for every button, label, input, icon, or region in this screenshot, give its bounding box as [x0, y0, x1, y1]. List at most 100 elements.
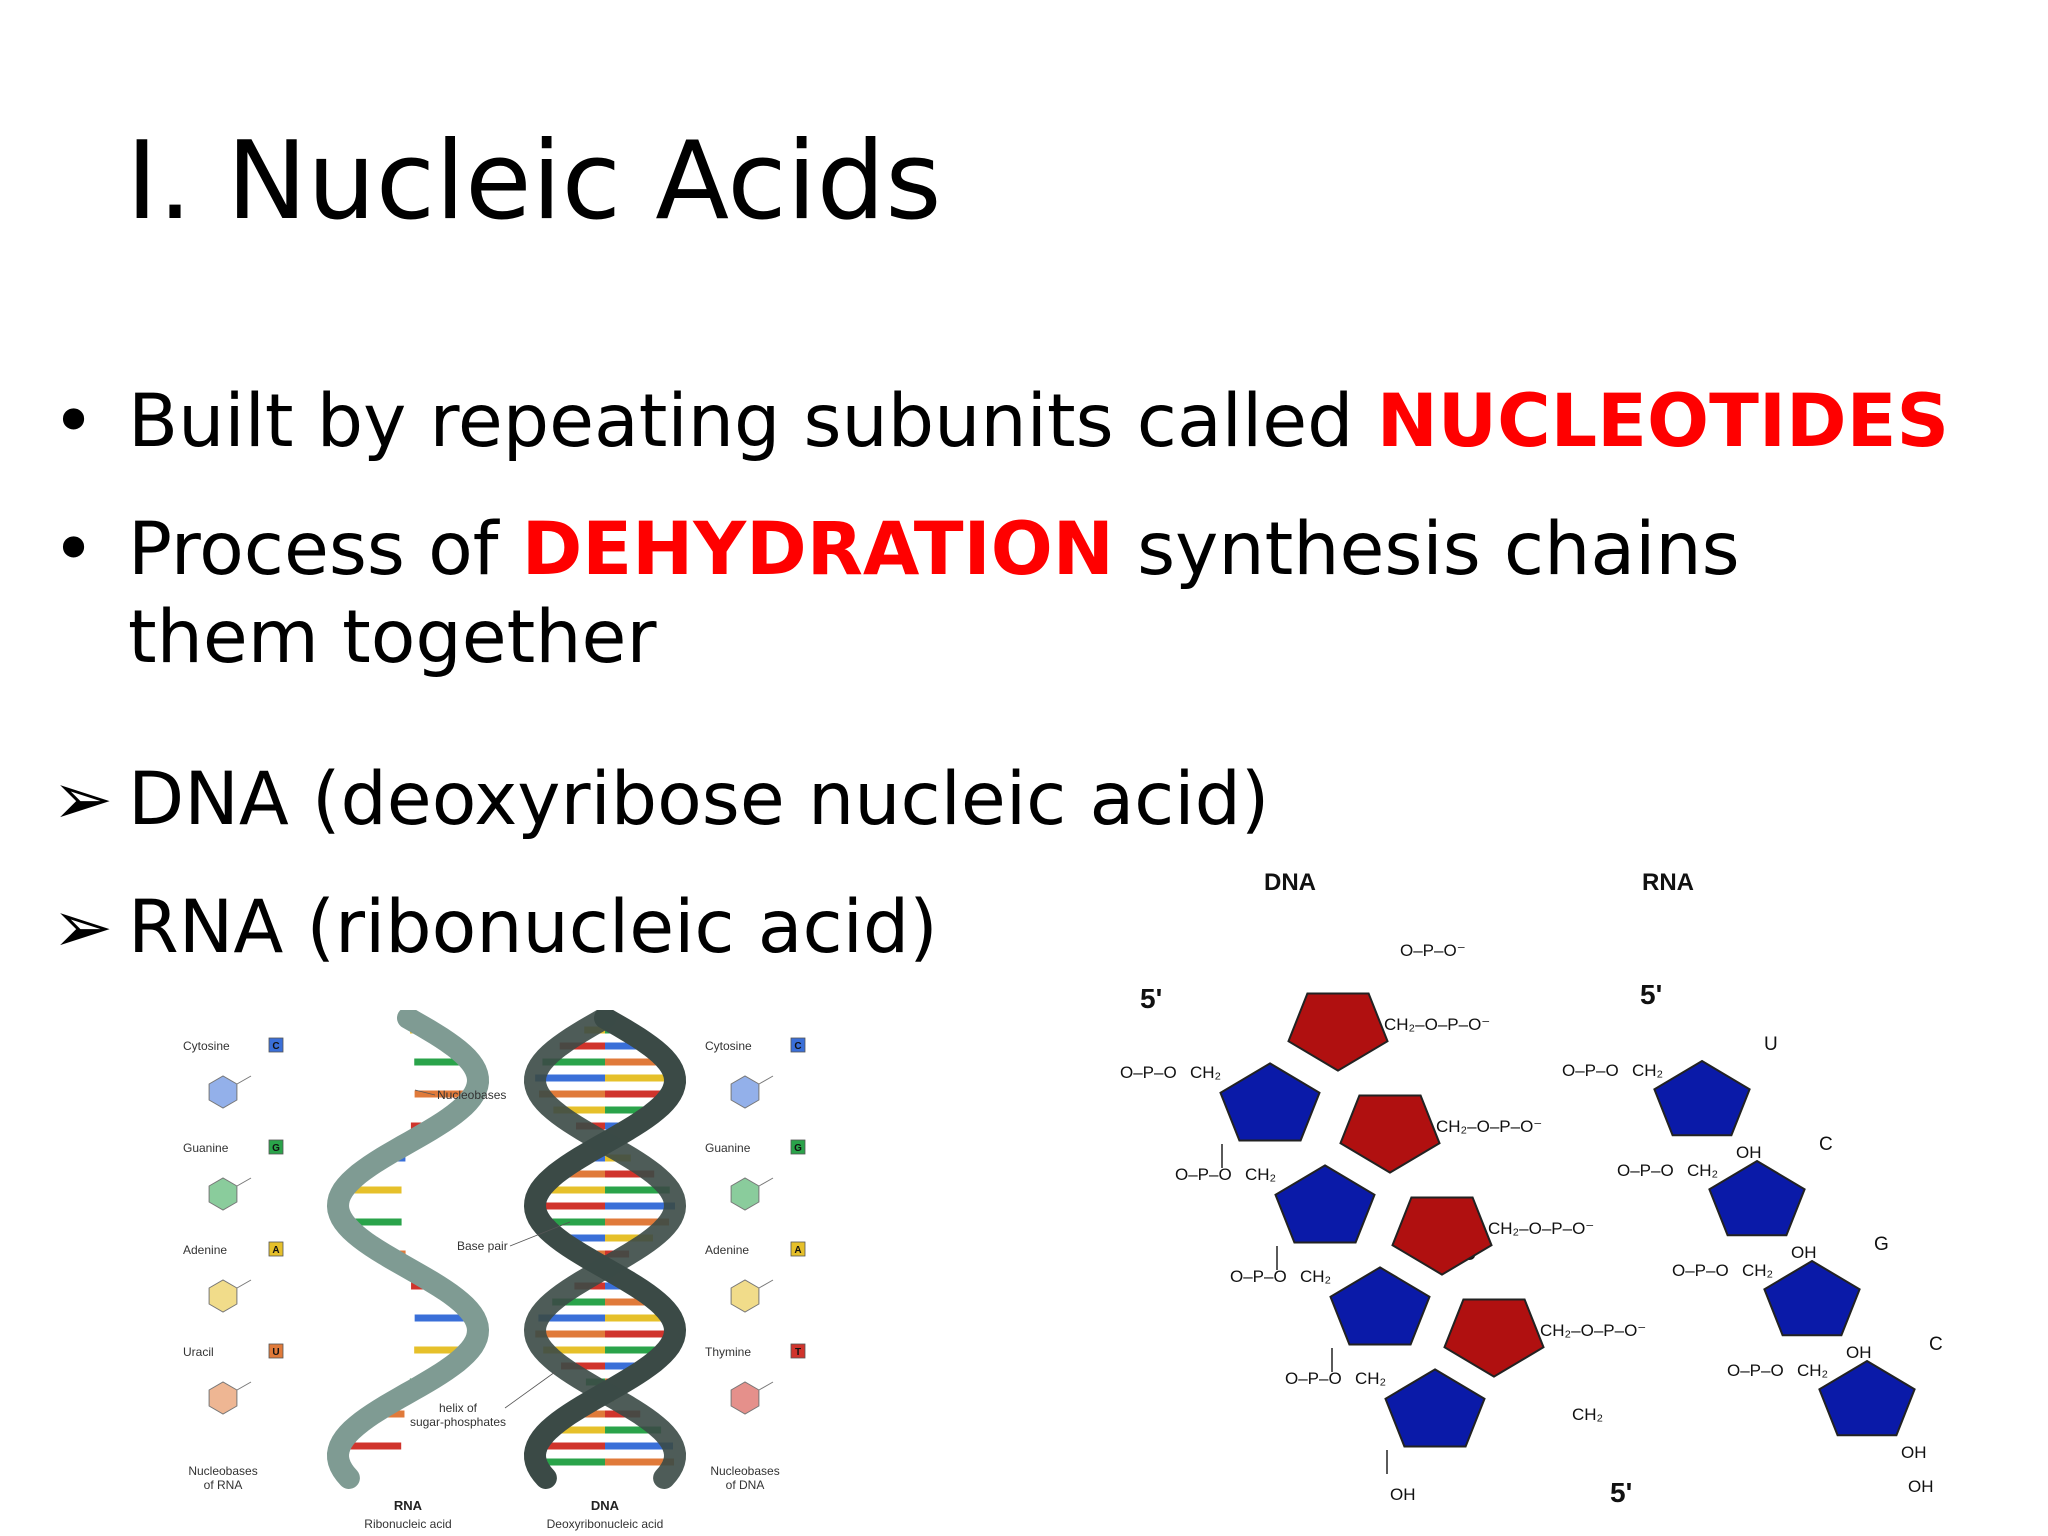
dna-helix-backbone-strand [523, 1010, 687, 1489]
oh-label: OH [1390, 1485, 1416, 1504]
base-molecule-ring [208, 1075, 238, 1109]
five-prime-label: 5' [1640, 979, 1662, 1010]
bullet-marker: • [52, 507, 96, 592]
base-letter: C [794, 1041, 801, 1052]
ch2-label: CH₂ [1687, 1161, 1718, 1180]
bullet-dehydration: • Process of DEHYDRATION synthesis chain… [52, 506, 1932, 681]
base-molecule-ring [208, 1381, 238, 1415]
phosphate-label: O–P–O⁻ [1400, 941, 1466, 960]
base-letter: G [794, 1143, 802, 1154]
phosphate-label: O–P–O [1175, 1165, 1232, 1184]
base-letter-box [268, 1343, 284, 1359]
base-molecule-ring [208, 1177, 238, 1211]
base-letter-box [268, 1139, 284, 1155]
bullet-text: Process of DEHYDRATION synthesis chains … [128, 506, 1932, 681]
arrow-marker-icon: ➢ [52, 885, 114, 970]
arrow-marker-icon: ➢ [52, 757, 114, 842]
sugar-pentagon-blue [1818, 1359, 1916, 1437]
base-molecule-ring [730, 1075, 760, 1109]
ch2-label: CH₂ [1355, 1369, 1386, 1388]
label-leader-line [509, 1221, 571, 1247]
oh-label: OH [1901, 1443, 1927, 1462]
rna-heading: RNA [1642, 869, 1694, 896]
ch2-label: CH₂ [1742, 1261, 1773, 1280]
base-name-label: Adenine [705, 1243, 749, 1257]
ch2-phosphate-label: CH₂–O–P–O⁻ [1540, 1321, 1646, 1340]
base-molecule-ring [730, 1381, 760, 1415]
base-bond [758, 1279, 774, 1289]
sugar-pentagon-blue [1219, 1062, 1321, 1142]
base-letter-box [268, 1037, 284, 1053]
dna-helix-title: DNA [591, 1498, 620, 1513]
rna-base-label: U [1764, 1034, 1778, 1055]
sugar-pentagon-blue [1274, 1164, 1376, 1244]
ch2-label: CH₂ [1300, 1267, 1331, 1286]
base-letter: C [272, 1041, 279, 1052]
sugar-pentagon-blue [1708, 1159, 1806, 1237]
oh-label: OH [1791, 1243, 1817, 1262]
phosphate-label: O–P–O [1727, 1361, 1784, 1380]
base-letter: A [272, 1245, 279, 1256]
phosphate-label: O–P–O [1285, 1369, 1342, 1388]
dna-heading: DNA [1264, 869, 1316, 896]
base-bond [236, 1279, 252, 1289]
base-letter: A [794, 1245, 801, 1256]
arrow-item-text: RNA (ribonucleic acid) [128, 885, 938, 970]
rna-helix-backbone-strand [326, 1010, 490, 1489]
base-molecule-ring [730, 1177, 760, 1211]
ch2-label: CH₂ [1572, 1405, 1603, 1424]
sugar-pentagon-blue [1329, 1266, 1431, 1346]
sugar-pentagon-red [1339, 1094, 1441, 1174]
phosphate-label: O–P–O [1230, 1267, 1287, 1286]
rna-base-label: G [1874, 1234, 1889, 1255]
base-bond [758, 1177, 774, 1187]
nucleobases-label: Nucleobases [437, 1088, 506, 1102]
ch2-label: CH₂ [1190, 1063, 1221, 1082]
base-letter-box [790, 1343, 806, 1359]
bullet-nucleotides: • Built by repeating subunits called NUC… [52, 378, 2012, 466]
phosphate-label: O–P–O [1617, 1161, 1674, 1180]
oh-label: OH [1736, 1143, 1762, 1162]
base-molecule-ring [730, 1279, 760, 1313]
arrow-item-dna: ➢ DNA (deoxyribose nucleic acid) [52, 756, 2012, 844]
sugar-pentagon-blue [1384, 1368, 1486, 1448]
base-bond [236, 1075, 252, 1085]
base-name-label: Cytosine [183, 1039, 230, 1053]
base-bond [758, 1075, 774, 1085]
bullet-text-part: Process of [128, 507, 522, 592]
base-name-label: Thymine [705, 1345, 751, 1359]
phosphate-label: O–P–O [1120, 1063, 1177, 1082]
bullet-text-part: Built by repeating subunits called [128, 379, 1377, 464]
emphasis-nucleotides: NUCLEOTIDES [1376, 379, 1950, 464]
label-leader-line [504, 1371, 556, 1409]
ch2-phosphate-label: CH₂–O–P–O⁻ [1436, 1117, 1542, 1136]
bullet-text-part: synthesis chains them together [128, 507, 1740, 680]
label-leader-line [414, 1089, 436, 1096]
rna-base-label: C [1819, 1134, 1833, 1155]
base-name-label: Guanine [705, 1141, 751, 1155]
dna-helix-backbone-strand [523, 1010, 687, 1489]
sugar-pentagon-red [1443, 1298, 1545, 1378]
sugar-pentagon-blue [1653, 1059, 1751, 1137]
rna-helix-title: RNA [394, 1498, 423, 1513]
base-letter-box [268, 1241, 284, 1257]
ch2-label: CH₂ [1797, 1361, 1828, 1380]
arrow-item-rna: ➢ RNA (ribonucleic acid) [52, 884, 2012, 972]
oh-label: OH [1846, 1343, 1872, 1362]
base-molecule-ring [208, 1279, 238, 1313]
ch2-label: CH₂ [1245, 1165, 1276, 1184]
ch2-phosphate-label: CH₂–O–P–O⁻ [1488, 1219, 1594, 1238]
phosphate-label: O–P–O [1672, 1261, 1729, 1280]
slide-title: I. Nucleic Acids [126, 119, 942, 244]
rna-base-label: C [1929, 1334, 1943, 1355]
bullet-text: Built by repeating subunits called NUCLE… [128, 378, 2012, 466]
base-name-label: Uracil [183, 1345, 214, 1359]
base-bond [236, 1381, 252, 1391]
sugar-pentagon-red [1287, 992, 1389, 1072]
base-pair-label: Base pair [457, 1239, 508, 1253]
bullet-marker: • [52, 379, 96, 464]
